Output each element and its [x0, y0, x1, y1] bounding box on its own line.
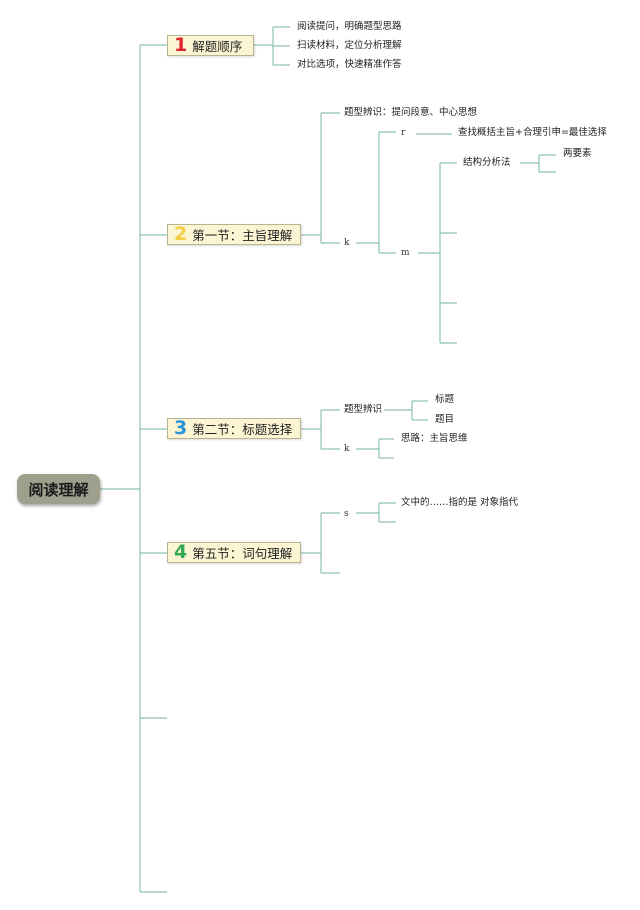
- sec3-title: 标题: [435, 394, 455, 405]
- sec3-idea: 思路：主旨思维: [401, 433, 468, 444]
- sec3-topic: 题目: [435, 414, 455, 425]
- sec1-item-2: 扫读材料，定位分析理解: [297, 40, 402, 51]
- number-3-icon: 3: [174, 417, 188, 439]
- section-1-label: 解题顺序: [192, 39, 243, 54]
- sec2-type-label: 题型辨识：提问段意、中心思想: [344, 107, 478, 118]
- root-label: 阅读理解: [28, 480, 89, 499]
- sec3-type-label: 题型辨识: [344, 404, 383, 415]
- section-3-node[interactable]: 3 第二节：标题选择: [167, 418, 301, 439]
- number-2-icon: 2: [174, 223, 188, 245]
- sec4-text: 文中的……指的是 对象指代: [401, 497, 519, 508]
- section-2-node[interactable]: 2 第一节：主旨理解: [167, 224, 301, 245]
- sec1-item-1: 阅读提问，明确题型思路: [297, 21, 402, 32]
- sec2-k: k: [344, 238, 350, 248]
- sec2-r: r: [401, 128, 406, 138]
- number-4-icon: 4: [174, 541, 188, 563]
- section-1-node[interactable]: 1 解题顺序: [167, 35, 254, 56]
- number-1-icon: 1: [174, 34, 188, 56]
- sec2-m: m: [401, 248, 410, 258]
- sec1-item-3: 对比选项，快速精准作答: [297, 59, 402, 70]
- section-4-label: 第五节：词句理解: [192, 546, 293, 561]
- root-node[interactable]: 阅读理解: [17, 474, 100, 504]
- section-3-label: 第二节：标题选择: [192, 422, 293, 437]
- sec2-two-elements: 两要素: [563, 148, 592, 159]
- section-2-label: 第一节：主旨理解: [192, 228, 293, 243]
- sec2-r-text: 查找概括主旨+合理引申=最佳选择: [458, 127, 607, 138]
- section-4-node[interactable]: 4 第五节：词句理解: [167, 542, 301, 563]
- sec2-structure: 结构分析法: [463, 157, 511, 168]
- sec3-k: k: [344, 444, 350, 454]
- sec4-s: s: [344, 509, 349, 519]
